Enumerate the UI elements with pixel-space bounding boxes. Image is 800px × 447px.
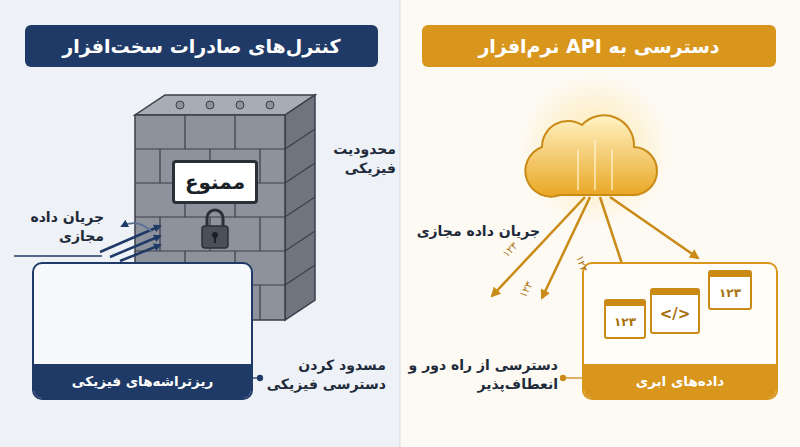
brick-wall xyxy=(285,265,315,285)
node-text: ۱۲۳ xyxy=(614,315,636,329)
leader-lines xyxy=(258,376,263,381)
node-text: داده‌های ابری xyxy=(584,364,776,398)
cloud-icon xyxy=(611,150,613,190)
brick-wall xyxy=(285,197,315,217)
panel-grounds xyxy=(0,0,400,447)
brick-wall xyxy=(285,231,315,251)
leader-lines xyxy=(14,255,102,256)
padlock xyxy=(207,210,223,226)
brick-wall xyxy=(259,149,260,183)
brick-wall xyxy=(236,101,244,109)
padlock xyxy=(202,210,228,248)
leader-lines xyxy=(561,376,566,381)
node-text: ریزتراشه‌های فیزیکی xyxy=(34,364,251,398)
brick-wall xyxy=(234,115,235,149)
node-text: دسترسی به API نرم‌افزار xyxy=(478,35,719,57)
node-text: ممنوع xyxy=(185,170,245,194)
brick-wall xyxy=(266,101,274,109)
code-window: </> xyxy=(650,288,700,334)
data-flow-arrows xyxy=(610,197,698,258)
brick-wall xyxy=(259,217,260,251)
brick-wall xyxy=(206,101,214,109)
forbidden-sign: ممنوع xyxy=(172,160,258,204)
callout-label: دسترسی از راه دور و انعطاف‌پذیر xyxy=(408,356,558,394)
brick-wall xyxy=(176,101,274,109)
cloud-icon xyxy=(594,140,596,190)
node-text: کنترل‌های صادرات سخت‌افزار xyxy=(62,35,340,57)
panel-grounds xyxy=(400,0,401,447)
callout-label: جریان داده مجازی xyxy=(412,222,540,241)
brick-wall xyxy=(259,285,260,320)
chip-box: ریزتراشه‌های فیزیکی xyxy=(32,262,253,400)
cloud-icon xyxy=(525,115,657,196)
cloud-icon xyxy=(578,140,612,190)
padlock xyxy=(214,236,216,243)
blocked-arrows xyxy=(122,223,152,232)
blocked-arrows xyxy=(120,245,160,261)
data-window: ۱۲۳ xyxy=(604,299,646,339)
data-window: ۱۲۳ xyxy=(708,270,752,310)
node-text: </> xyxy=(660,305,691,323)
cloud-icon xyxy=(577,150,579,190)
brick-wall xyxy=(285,95,315,320)
brick-wall xyxy=(285,163,315,183)
cloud-icon xyxy=(520,75,670,225)
cloud-icon xyxy=(520,75,670,225)
brick-wall xyxy=(184,115,185,149)
callout-label: جریان داده مجازی xyxy=(12,208,104,246)
padlock xyxy=(202,226,228,248)
data-flow-arrows xyxy=(492,197,585,296)
brick-wall xyxy=(285,129,315,149)
brick-wall xyxy=(135,95,315,115)
header-band: کنترل‌های صادرات سخت‌افزار xyxy=(25,25,378,67)
node-text: ۱۲۳ xyxy=(719,286,741,300)
callout-label: مسدود کردن دسترسی فیزیکی xyxy=(264,356,386,394)
callout-label: محدودیت فیزیکی xyxy=(318,140,396,178)
cloud-data-box: داده‌های ابری ۱۲۳ </> ۱۲۳ xyxy=(582,262,778,400)
brick-wall xyxy=(159,149,160,183)
blocked-arrows xyxy=(100,223,160,261)
panel-grounds xyxy=(400,0,800,447)
brick-wall xyxy=(176,101,184,109)
header-band: دسترسی به API نرم‌افزار xyxy=(422,25,776,67)
